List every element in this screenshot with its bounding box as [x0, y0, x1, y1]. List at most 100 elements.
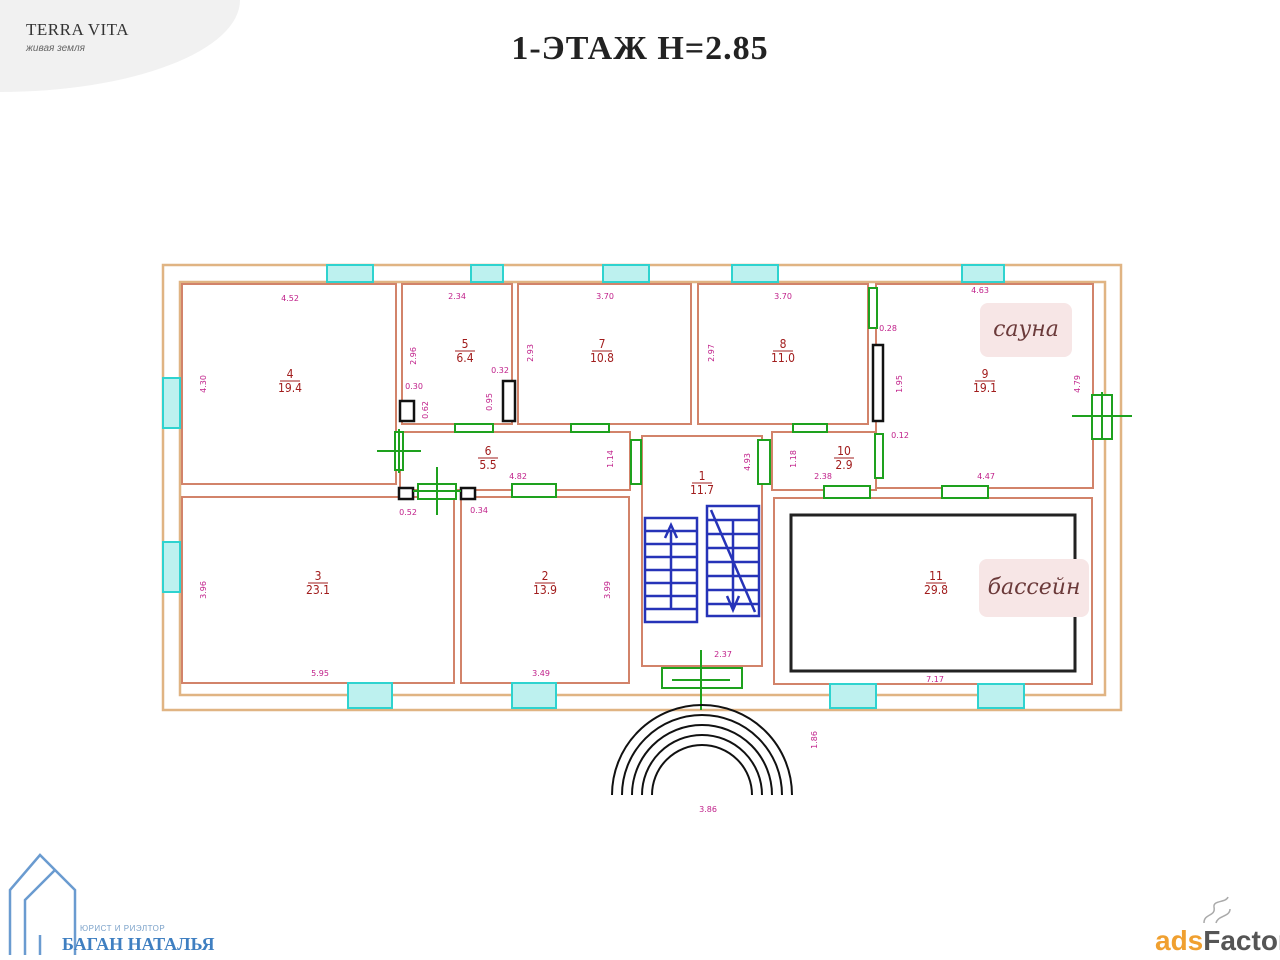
dimension-label: 3.99 [603, 581, 612, 599]
dimension-label: 7.17 [926, 675, 944, 684]
door-markers [377, 392, 1132, 710]
window [511, 682, 557, 709]
stairs [643, 504, 761, 624]
room-area-4: 19.4 [278, 381, 302, 395]
dimension-label: 4.52 [281, 294, 299, 303]
dimension-label: 0.30 [405, 382, 423, 391]
room-area-2: 13.9 [533, 583, 557, 597]
dimension-label: 4.30 [199, 375, 208, 393]
room-area-3: 23.1 [306, 583, 330, 597]
dimension-label: 1.86 [810, 731, 819, 749]
column-5 [459, 486, 477, 501]
room-outline-10 [771, 431, 877, 491]
room-area-10: 2.9 [835, 458, 852, 472]
dimension-label: 2.96 [409, 347, 418, 365]
window [470, 264, 504, 283]
window [829, 683, 877, 709]
room-area-7: 10.8 [590, 351, 614, 365]
door [757, 439, 771, 485]
room-number-11: 11 [929, 569, 943, 583]
window [326, 264, 374, 283]
room-number-3: 3 [315, 569, 322, 583]
brand-subtitle: живая земля [26, 43, 85, 54]
brand-title: TERRA VITA [26, 20, 129, 39]
dimension-label: 1.18 [789, 450, 798, 468]
door [511, 483, 557, 498]
column-1 [398, 399, 416, 423]
room-number-2: 2 [542, 569, 549, 583]
room-number-5: 5 [462, 337, 469, 351]
dimension-label: 4.82 [509, 472, 527, 481]
dimension-label: 4.63 [971, 286, 989, 295]
dimension-label: 0.34 [470, 506, 488, 515]
window [731, 264, 779, 283]
realtor-name: БАГАН НАТАЛЬЯ [62, 934, 215, 954]
room-outline-8 [697, 283, 869, 425]
room-number-1: 1 [699, 469, 706, 483]
door [874, 433, 884, 479]
dimension-label: 2.34 [448, 292, 466, 301]
room-number-7: 7 [599, 337, 606, 351]
dimension-label: 1.14 [606, 450, 615, 468]
sauna-tag: сауна [980, 303, 1072, 357]
realtor-house-logo [8, 853, 77, 955]
plan-title: 1-ЭТАЖ Н=2.85 [511, 30, 769, 67]
door [630, 439, 642, 485]
room-area-5: 6.4 [456, 351, 473, 365]
door [941, 485, 989, 499]
column-4 [397, 486, 415, 501]
porch-steps [611, 704, 793, 796]
dimension-label: 3.96 [199, 581, 208, 599]
columns [397, 343, 885, 501]
room-number-6: 6 [485, 444, 492, 458]
dimension-label: 0.28 [879, 324, 897, 333]
window [961, 264, 1005, 283]
room-number-8: 8 [780, 337, 787, 351]
dimension-label: 0.95 [485, 393, 494, 411]
dimension-label: 5.95 [311, 669, 329, 678]
factory-smoke-icon [1203, 896, 1231, 924]
dimension-label: 4.47 [977, 472, 995, 481]
door [823, 485, 871, 499]
dimension-label: 0.52 [399, 508, 417, 517]
dimension-label: 2.97 [707, 344, 716, 362]
room-area-11: 29.8 [924, 583, 948, 597]
door [868, 287, 878, 329]
dimension-label: 1.95 [895, 375, 904, 393]
column-2 [501, 379, 517, 423]
room-outline-11 [773, 497, 1093, 685]
window [602, 264, 650, 283]
pool-tag: бассейн [979, 559, 1089, 617]
dimension-label: 2.38 [814, 472, 832, 481]
door [570, 423, 610, 433]
room-number-10: 10 [837, 444, 851, 458]
dimension-label: 4.93 [743, 453, 752, 471]
window [977, 683, 1025, 709]
dimension-label: 3.86 [699, 805, 717, 814]
window [162, 541, 181, 593]
room-labels: 111.7213.9323.1419.456.465.5710.8811.091… [278, 337, 997, 597]
window [347, 682, 393, 709]
dimension-label: 0.32 [491, 366, 509, 375]
window [162, 377, 181, 429]
dimension-label: 3.70 [774, 292, 792, 301]
dimension-label: 3.49 [532, 669, 550, 678]
dimension-label: 0.62 [421, 401, 430, 419]
realtor-caption: ЮРИСТ И РИЭЛТОР [80, 924, 166, 933]
room-area-1: 11.7 [690, 483, 714, 497]
dimension-label: 2.93 [526, 344, 535, 362]
door [454, 423, 494, 433]
room-area-9: 19.1 [973, 381, 997, 395]
room-number-9: 9 [982, 367, 989, 381]
windows [162, 264, 1025, 709]
room-area-8: 11.0 [771, 351, 795, 365]
dimension-label: 4.79 [1073, 375, 1082, 393]
room-outline-3 [181, 496, 455, 684]
dimension-label: 2.37 [714, 650, 732, 659]
room-area-6: 5.5 [479, 458, 496, 472]
column-3 [871, 343, 885, 423]
dimension-label: 3.70 [596, 292, 614, 301]
ads-logo-part: ads [1155, 925, 1204, 956]
